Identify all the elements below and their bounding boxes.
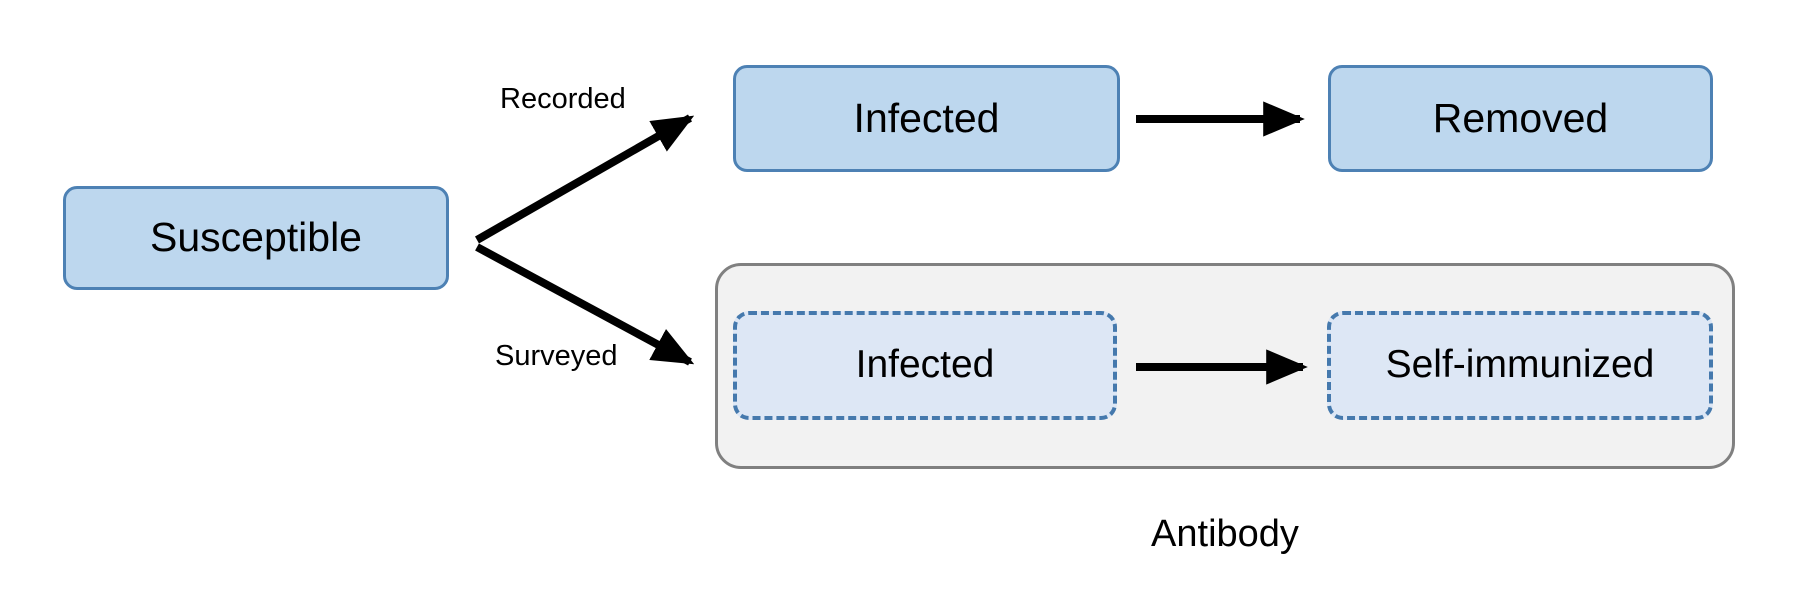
node-self-immunized[interactable]: Self-immunized [1327, 311, 1713, 420]
edge-label-surveyed: Surveyed [495, 340, 618, 372]
node-infected-surveyed[interactable]: Infected [733, 311, 1117, 420]
antibody-group-caption: Antibody [1151, 513, 1299, 555]
edge-label-recorded: Recorded [500, 83, 626, 115]
node-susceptible[interactable]: Susceptible [63, 186, 449, 290]
arrow-susceptible-to-infected [475, 114, 695, 244]
node-removed[interactable]: Removed [1328, 65, 1713, 172]
node-infected-recorded[interactable]: Infected [733, 65, 1120, 172]
